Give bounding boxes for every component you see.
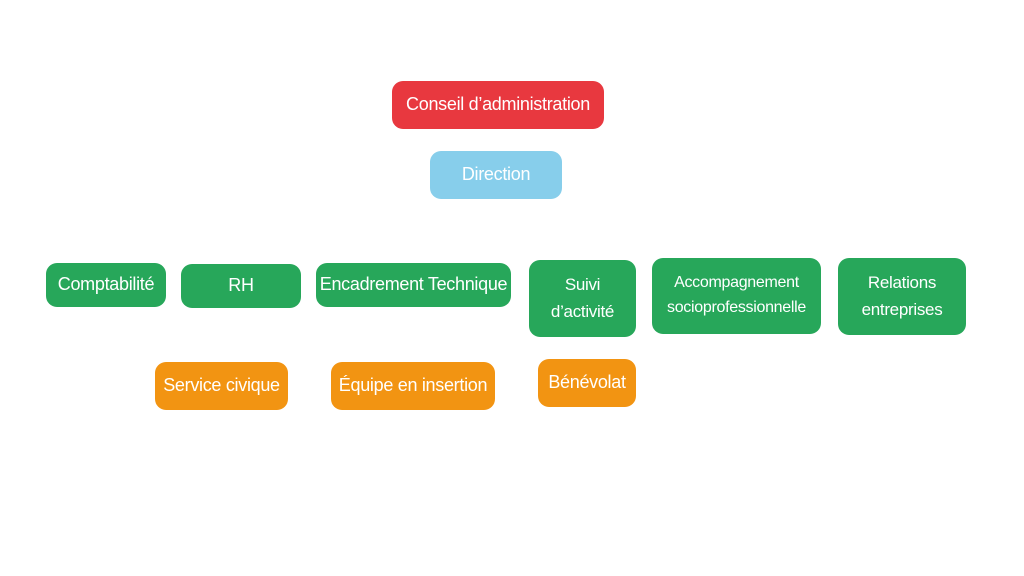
department-accompagnement-socioprofessionnelle: Accompagnement socioprofessionnelle bbox=[652, 258, 821, 334]
staff-equipe-en-insertion: Équipe en insertion bbox=[331, 362, 495, 410]
staff-benevolat: Bénévolat bbox=[538, 359, 636, 407]
department-relations-entreprises: Relations entreprises bbox=[838, 258, 966, 335]
department-encadrement-technique: Encadrement Technique bbox=[316, 263, 511, 307]
department-comptabilite: Comptabilité bbox=[46, 263, 166, 307]
department-rh: RH bbox=[181, 264, 301, 308]
department-suivi-activite: Suivi d’activité bbox=[529, 260, 636, 337]
direction-box: Direction bbox=[430, 151, 562, 199]
board-box: Conseil d’administration bbox=[392, 81, 604, 129]
staff-service-civique: Service civique bbox=[155, 362, 288, 410]
